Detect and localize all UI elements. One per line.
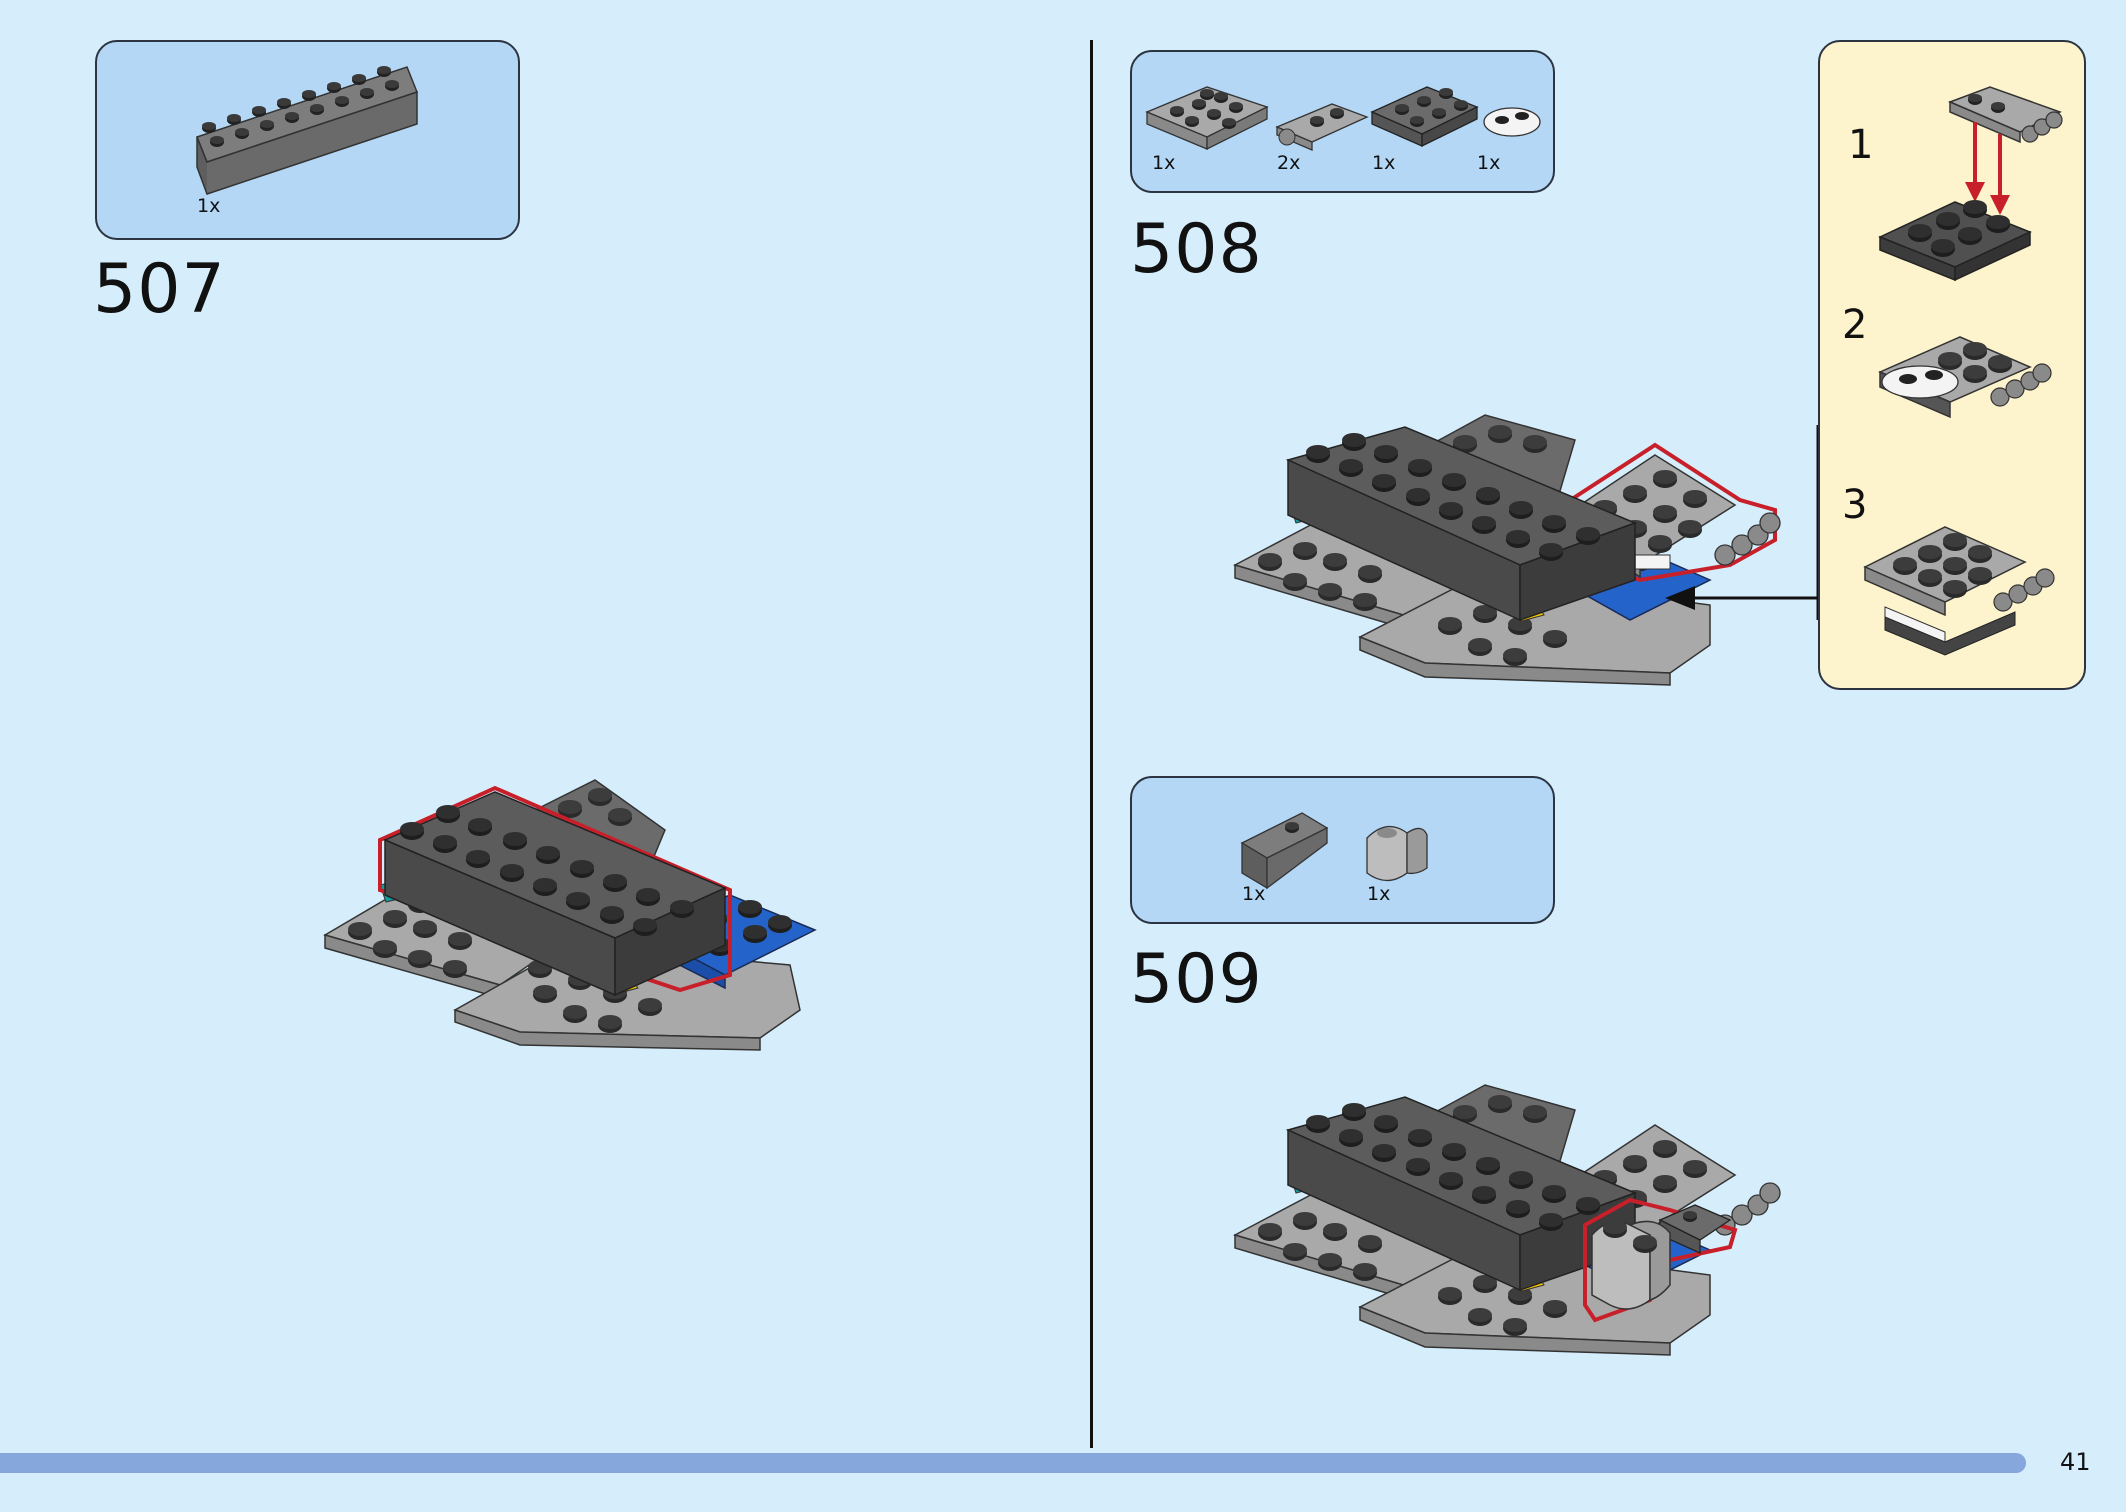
step-number-508: 508 bbox=[1130, 210, 1263, 289]
footer-progress-bar bbox=[0, 1453, 2026, 1473]
model-assembly-509 bbox=[1233, 1084, 1781, 1356]
part-qty: 1x bbox=[1367, 883, 1391, 905]
substep-2-illustration bbox=[1878, 336, 2052, 419]
part-brick-2x8-icon bbox=[196, 66, 418, 195]
part-qty: 1x bbox=[1242, 883, 1266, 905]
part-plate-3x4-icon bbox=[1145, 86, 1269, 151]
part-qty: 2x bbox=[1277, 152, 1301, 174]
parts-list-509: 1x 1x bbox=[1130, 776, 1555, 924]
page-divider bbox=[1090, 40, 1093, 1448]
callout-arrow-icon bbox=[1665, 586, 1820, 610]
part-curved-brick-icon bbox=[1366, 826, 1428, 882]
substep-number-1: 1 bbox=[1848, 122, 1874, 168]
model-assembly-508 bbox=[1233, 414, 1781, 686]
step-number-507: 507 bbox=[93, 250, 226, 329]
substep-1-illustration bbox=[1878, 86, 2063, 282]
substep-3-illustration bbox=[1863, 526, 2055, 656]
model-assembly-507 bbox=[323, 779, 817, 1051]
parts-list-508: 1x 2x 1x 1x bbox=[1130, 50, 1555, 193]
part-plate-clip-icon bbox=[1275, 103, 1369, 151]
part-qty: 1x bbox=[1477, 152, 1501, 174]
part-plate-1x2-white-icon bbox=[1483, 107, 1541, 137]
part-plate-2x3-dark-icon bbox=[1370, 86, 1479, 148]
substep-number-3: 3 bbox=[1842, 482, 1868, 528]
part-qty: 1x bbox=[1372, 152, 1396, 174]
part-qty: 1x bbox=[197, 195, 221, 217]
page-number: 41 bbox=[2060, 1448, 2091, 1476]
substep-number-2: 2 bbox=[1842, 302, 1868, 348]
substep-callout: 1 2 3 bbox=[1818, 40, 2086, 690]
part-slope-dark-icon bbox=[1240, 812, 1329, 890]
part-qty: 1x bbox=[1152, 152, 1176, 174]
parts-list-507: 1x bbox=[95, 40, 520, 240]
step-number-509: 509 bbox=[1130, 940, 1263, 1019]
